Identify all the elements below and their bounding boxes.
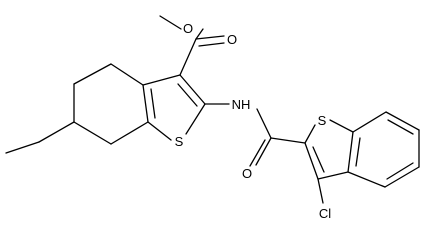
- bond-bz-c7a-c7: [352, 111, 387, 133]
- bond-c6-c7: [73, 121, 112, 145]
- bond-carbonyl-c-o-double: [198, 42, 225, 47]
- bond-bt-c3-c2: [304, 142, 319, 180]
- bond-carbonyl-c-c3: [179, 38, 197, 76]
- ester-carbonyl-oxygen-label: O: [227, 32, 237, 47]
- bond-methyl-o: [159, 15, 182, 30]
- bond-c2-s: [185, 103, 206, 135]
- bond-bz-c4-c3a: [347, 171, 386, 188]
- bond-c3a-c3: [142, 74, 181, 86]
- bond-bz-c7-c6-double: [387, 119, 414, 135]
- bond-c7a-c3a-double: [150, 88, 156, 119]
- bond-bz-c7-c6: [385, 111, 420, 131]
- atom-labels: O O S NH O S Cl: [175, 21, 332, 221]
- bond-bt-c3-cl: [317, 178, 324, 204]
- bond-amide-c-o: [255, 137, 272, 166]
- bond-c4-c5: [73, 63, 112, 85]
- chlorine-label: Cl: [319, 206, 331, 221]
- bond-carbonyl-c-o: [195, 35, 225, 40]
- bond-bt-c3a-c3: [317, 171, 349, 180]
- bond-bz-c3a-c7a-double: [355, 137, 361, 167]
- bond-bt-c2-s: [304, 124, 316, 144]
- bond-s-c7a: [147, 121, 172, 141]
- bond-bt-c7a-c3a: [347, 131, 354, 173]
- bond-c3a-c4: [110, 63, 144, 86]
- bond-ch2-ch3: [5, 141, 40, 154]
- ester-ether-oxygen-label: O: [183, 21, 193, 36]
- benzothiophene-sulfur-label: S: [318, 113, 327, 128]
- bond-o-carbonyl-c: [195, 28, 204, 40]
- bond-bz-c5-c4-double: [386, 162, 414, 180]
- bond-c7a-c3a: [142, 84, 149, 123]
- bond-c6-ch2: [38, 121, 75, 143]
- bond-n-carbonyl-c: [256, 108, 272, 139]
- amide-oxygen-label: O: [242, 166, 252, 181]
- bond-bt-s-c7a: [329, 119, 354, 133]
- bond-amide-c-c2: [270, 137, 306, 144]
- bond-amide-c-o-double: [249, 139, 266, 167]
- amide-nitrogen-label: NH: [232, 97, 251, 112]
- bond-bt-c3-c2-double: [312, 146, 325, 173]
- bond-c7-c7a: [110, 121, 149, 145]
- bond-c3-c2-double: [177, 83, 198, 107]
- thiophene-sulfur-label: S: [175, 134, 184, 149]
- chemical-structure-diagram: O O S NH O S Cl: [5, 15, 420, 221]
- bonds: [5, 15, 420, 204]
- bond-bz-c5-c4: [384, 166, 420, 188]
- bond-c3-c2: [179, 74, 206, 105]
